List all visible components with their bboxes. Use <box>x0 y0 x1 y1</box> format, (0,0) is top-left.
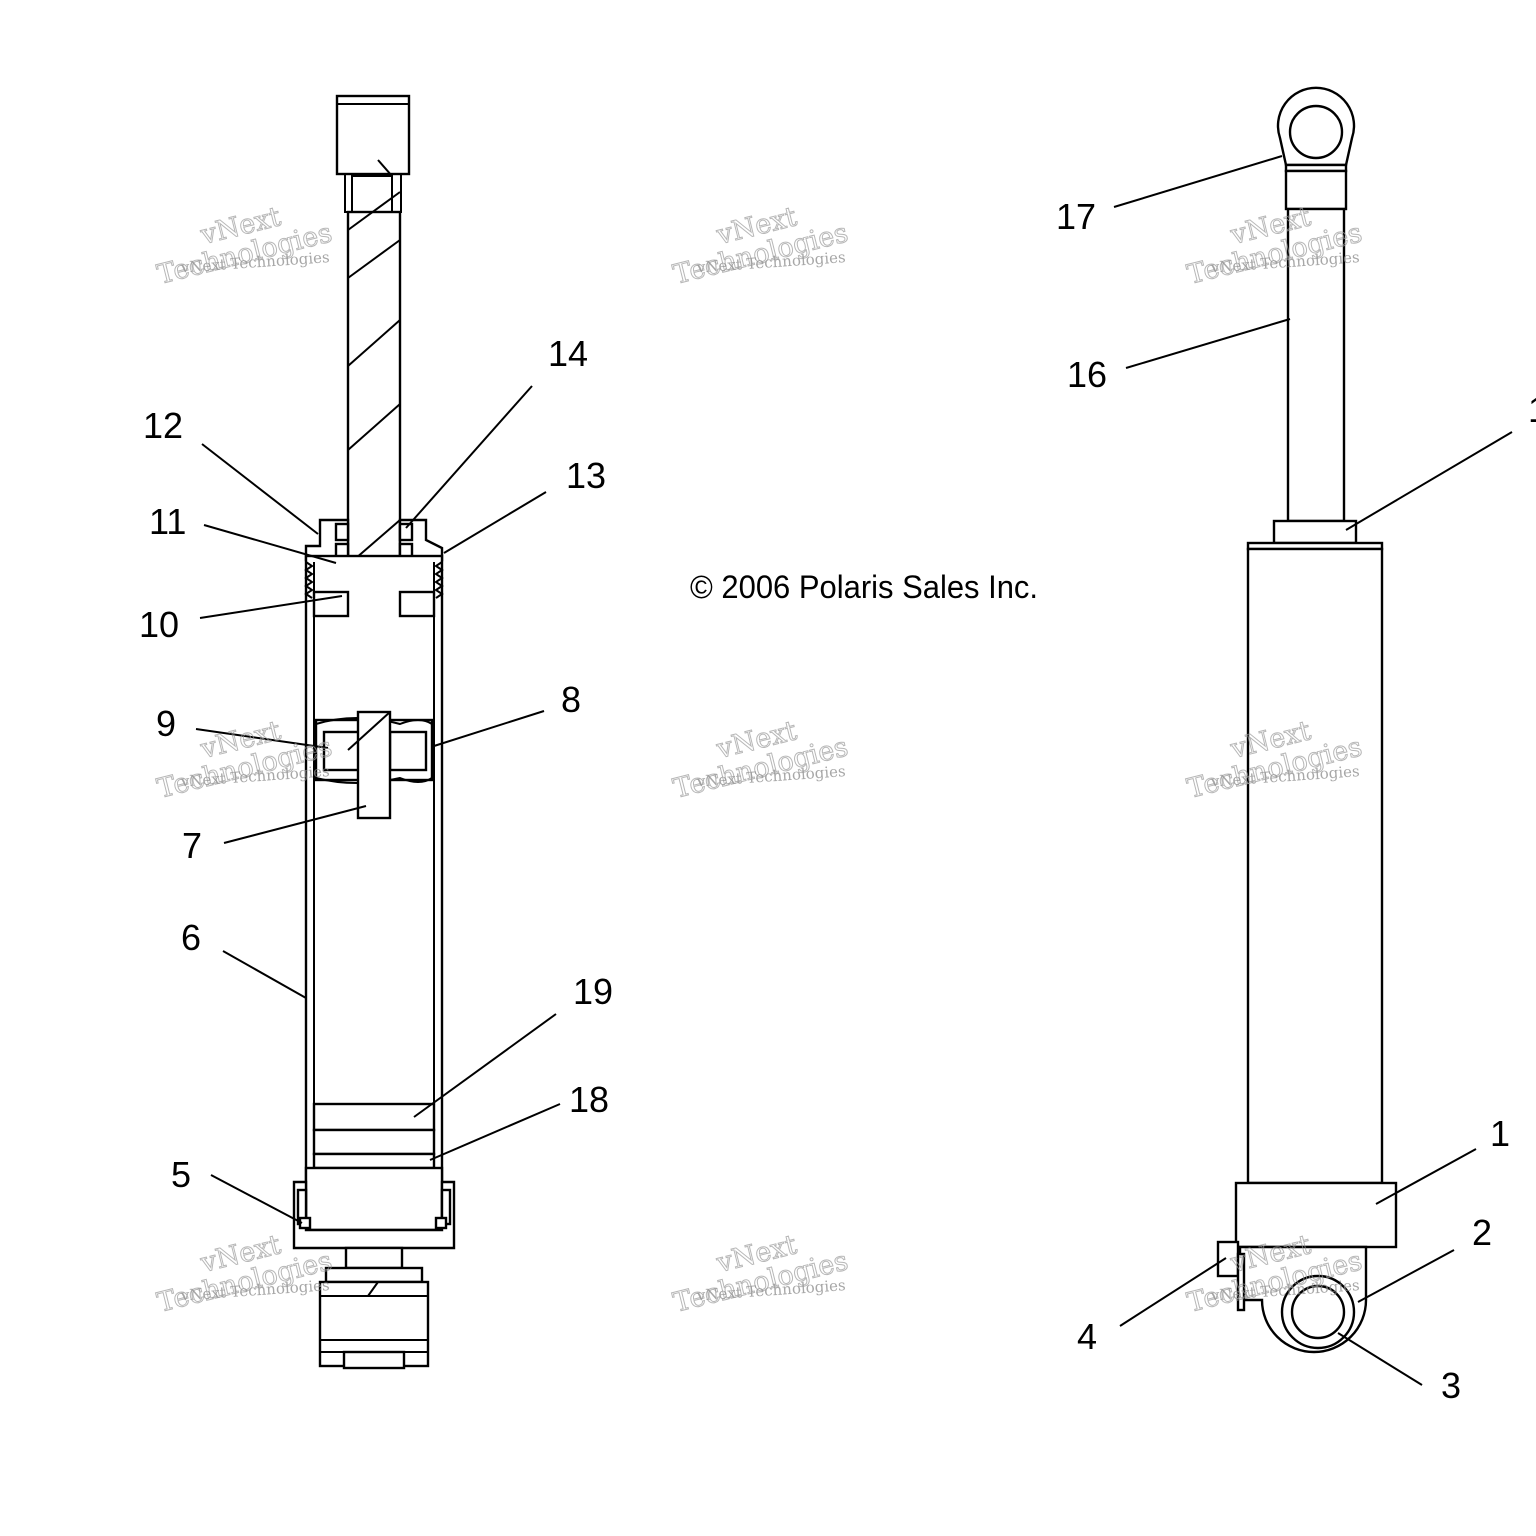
body <box>1246 547 1384 1185</box>
callout-5: 5 <box>171 1154 191 1195</box>
watermark: vNext vNext Technologies Technologies <box>670 715 852 805</box>
ifp <box>312 1102 436 1132</box>
callout-16: 16 <box>1067 354 1107 395</box>
callout-13: 13 <box>566 455 606 496</box>
leader-lines <box>195 155 1513 1386</box>
lower-collar <box>1234 1181 1398 1249</box>
callout-4: 4 <box>1077 1316 1097 1357</box>
callout-10: 10 <box>139 604 179 645</box>
exterior-shock <box>1216 86 1398 1354</box>
callout-17: 17 <box>1056 196 1096 237</box>
bearing <box>312 590 350 618</box>
callout-2: 2 <box>1472 1212 1492 1253</box>
callout-8: 8 <box>561 679 581 720</box>
watermark: vNext vNext Technologies Technologies <box>670 201 852 291</box>
callout-3: 3 <box>1441 1365 1461 1406</box>
copyright-text: © 2006 Polaris Sales Inc. <box>690 569 1038 605</box>
seal-cap <box>1272 519 1358 545</box>
callout-11: 11 <box>149 501 186 542</box>
body-tube <box>304 554 444 1190</box>
callout-6: 6 <box>181 917 201 958</box>
callout-7: 7 <box>182 825 202 866</box>
upper-clevis <box>335 94 411 176</box>
exterior-shaft <box>1286 207 1346 523</box>
callout-14: 14 <box>548 333 588 374</box>
callout-15-partial: 1 <box>1528 389 1536 430</box>
callout-9: 9 <box>156 703 176 744</box>
watermark: vNext vNext Technologies Technologies <box>670 1229 852 1319</box>
watermark: vNext vNext Technologies Technologies <box>154 201 336 291</box>
piston-nut <box>356 710 392 820</box>
callout-19: 19 <box>573 971 613 1012</box>
callout-numbers: 12 11 10 9 7 6 5 14 13 8 19 18 17 16 1 1… <box>139 196 1536 1406</box>
callout-12: 12 <box>143 405 183 446</box>
callout-18: 18 <box>569 1079 609 1120</box>
callout-1: 1 <box>1490 1113 1510 1154</box>
sectioned-shock-assembly <box>292 94 456 1370</box>
